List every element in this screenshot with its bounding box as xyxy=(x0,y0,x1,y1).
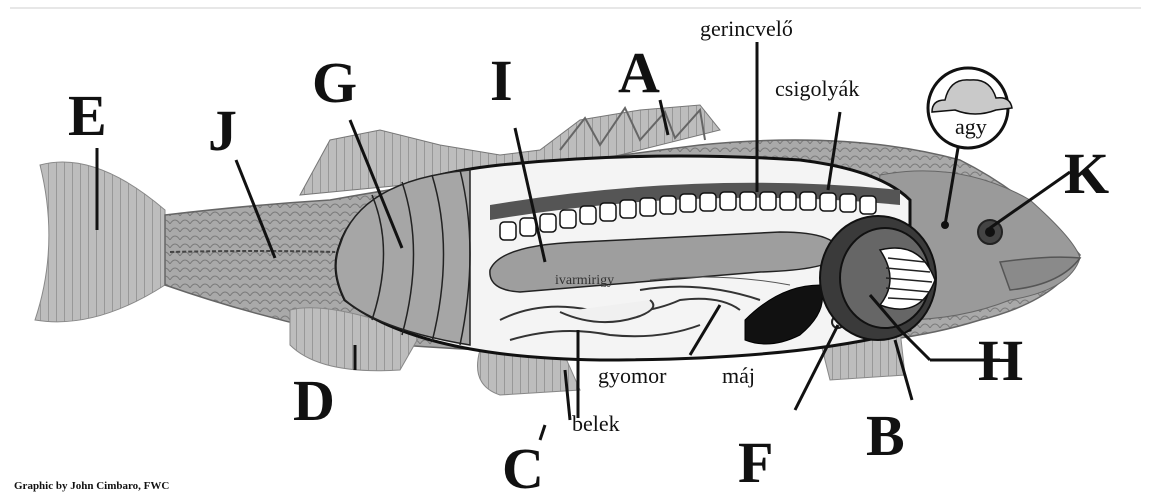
term-vertebrae: csigolyák xyxy=(775,76,859,101)
term-spinal-cord: gerincvelő xyxy=(700,16,793,41)
label-J: J xyxy=(208,98,237,163)
caudal-fin xyxy=(35,162,165,322)
label-K: K xyxy=(1064,141,1109,206)
term-liver: máj xyxy=(722,363,755,388)
term-gonad: ivarmirigy xyxy=(555,273,614,288)
label-I: I xyxy=(490,48,513,113)
label-B: B xyxy=(866,403,905,468)
label-F: F xyxy=(738,430,773,495)
internal-cutaway xyxy=(336,156,936,360)
term-intestines: belek xyxy=(572,411,620,436)
credit: Graphic by John Cimbaro, FWC xyxy=(14,480,169,492)
label-D: D xyxy=(293,368,335,433)
label-A: A xyxy=(618,40,660,105)
label-C: C xyxy=(502,436,544,495)
term-brain: agy xyxy=(955,114,987,139)
label-E: E xyxy=(68,83,107,148)
label-G: G xyxy=(312,50,357,115)
label-H: H xyxy=(978,328,1023,393)
term-stomach: gyomor xyxy=(598,363,667,388)
